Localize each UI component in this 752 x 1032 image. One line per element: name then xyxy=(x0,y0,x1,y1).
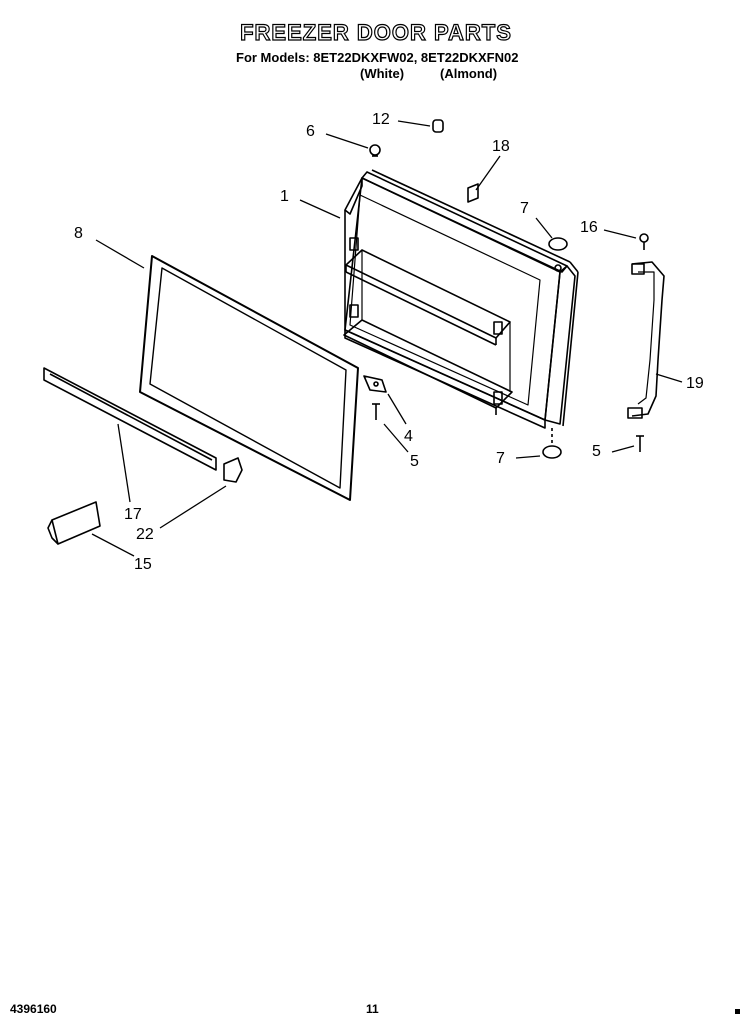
page-number: 11 xyxy=(366,1002,379,1016)
callout-5-door: 5 xyxy=(410,453,419,470)
screw-5-door xyxy=(372,403,380,420)
door-gasket-part xyxy=(139,255,359,501)
callout-7-top: 7 xyxy=(520,200,529,217)
callout-7-bottom: 7 xyxy=(496,450,505,467)
callout-15: 15 xyxy=(134,556,152,573)
leader-lines xyxy=(91,120,683,557)
trim-strip-part xyxy=(43,367,217,471)
screw-5-handle xyxy=(636,435,644,452)
callout-17: 17 xyxy=(124,506,142,523)
callout-1: 1 xyxy=(280,188,289,205)
callout-16: 16 xyxy=(580,219,598,236)
label-part-18 xyxy=(467,183,479,203)
trim-clip-part xyxy=(47,501,101,545)
callout-18: 18 xyxy=(492,138,510,155)
variant-white: (White) xyxy=(360,66,405,81)
models-line: For Models: 8ET22DKXFW02, 8ET22DKXFN02 xyxy=(236,50,519,65)
document-number: 4396160 xyxy=(10,1002,57,1016)
callout-4: 4 xyxy=(404,428,413,445)
trim-end-cap-part xyxy=(223,457,243,483)
callout-19: 19 xyxy=(686,375,704,392)
bushing-7-top xyxy=(548,237,568,272)
screw-16-handle xyxy=(639,233,649,250)
hinge-part-4 xyxy=(363,375,387,393)
callout-6: 6 xyxy=(306,123,315,140)
hinge-screw-6 xyxy=(369,144,381,157)
callout-8: 8 xyxy=(74,225,83,242)
hinge-plug-12 xyxy=(432,119,444,133)
corner-mark xyxy=(735,1009,740,1014)
callout-22: 22 xyxy=(136,526,154,543)
door-handle-part xyxy=(627,261,665,419)
door-liner-part xyxy=(343,169,579,429)
callout-5-handle: 5 xyxy=(592,443,601,460)
bushing-7-bottom xyxy=(542,428,562,459)
page-title: FREEZER DOOR PARTS xyxy=(239,19,512,45)
variant-almond: (Almond) xyxy=(440,66,498,81)
callout-12: 12 xyxy=(372,111,390,128)
